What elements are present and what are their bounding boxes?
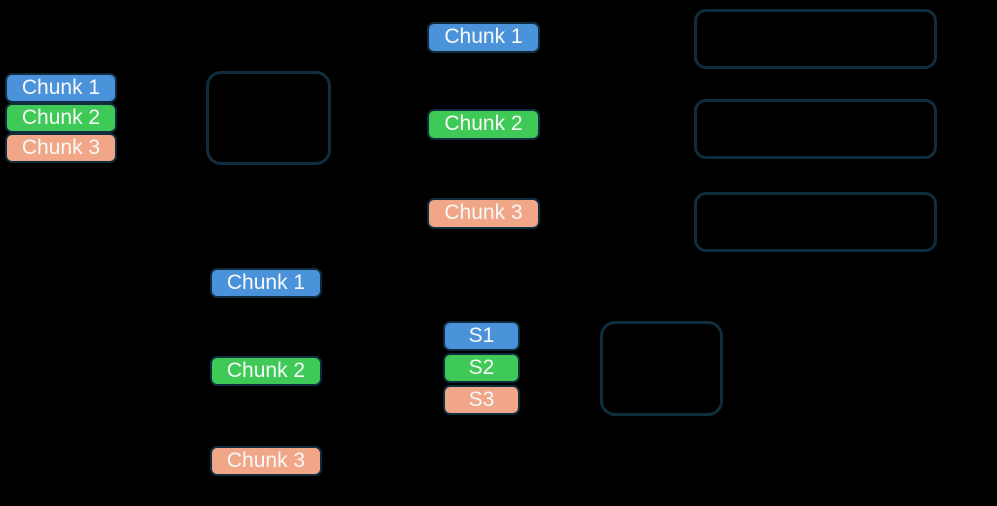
top-outline-box xyxy=(206,71,331,165)
chip-middle-chunk-2: Chunk 2 xyxy=(427,109,540,140)
chip-bottom-chunk-1: Chunk 1 xyxy=(210,268,322,298)
chip-middle-chunk-3: Chunk 3 xyxy=(427,198,540,229)
chip-s2: S2 xyxy=(443,353,520,383)
chip-s3: S3 xyxy=(443,385,520,415)
output-outline-box-2 xyxy=(694,99,937,159)
output-outline-box-1 xyxy=(694,9,937,69)
chip-bottom-chunk-2: Chunk 2 xyxy=(210,356,322,386)
chip-s1: S1 xyxy=(443,321,520,351)
output-outline-box-3 xyxy=(694,192,937,252)
chip-left-chunk-2: Chunk 2 xyxy=(5,103,117,133)
bottom-outline-box xyxy=(600,321,723,416)
chip-left-chunk-1: Chunk 1 xyxy=(5,73,117,103)
chip-bottom-chunk-3: Chunk 3 xyxy=(210,446,322,476)
chip-left-chunk-3: Chunk 3 xyxy=(5,133,117,163)
chip-middle-chunk-1: Chunk 1 xyxy=(427,22,540,53)
